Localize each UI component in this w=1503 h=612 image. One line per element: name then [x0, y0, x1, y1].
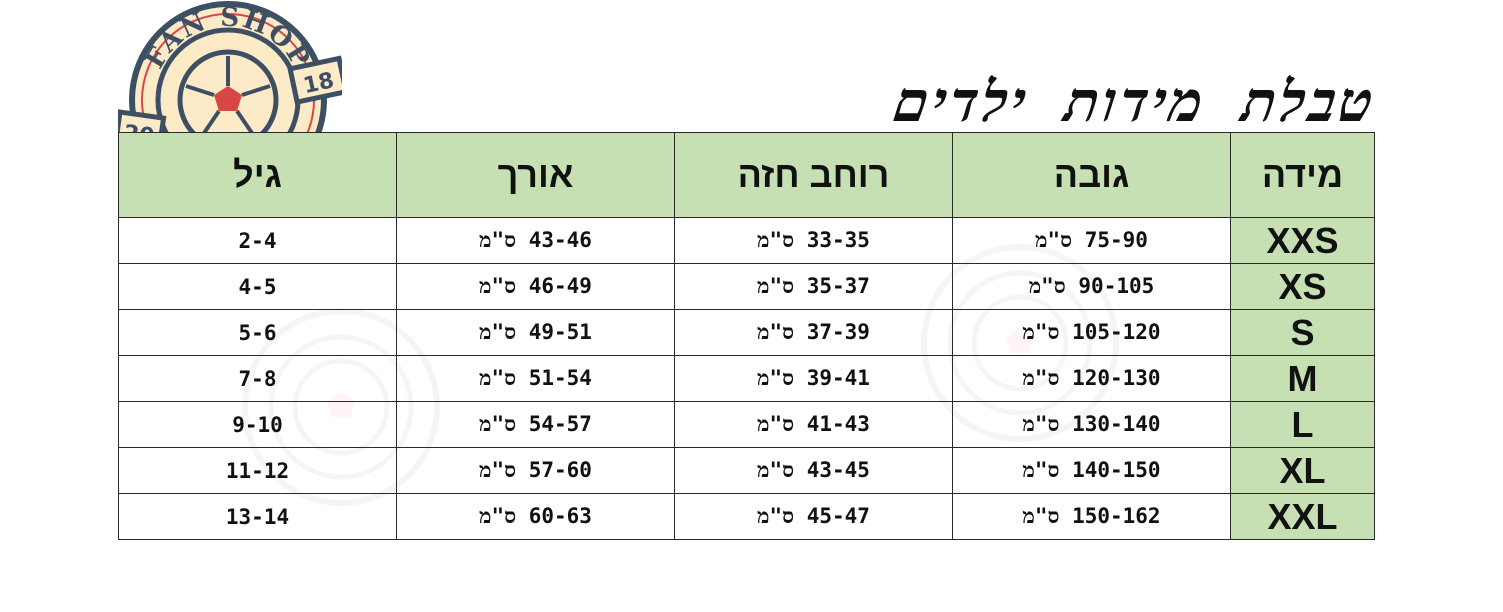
height-cell: 75-90 ס"מ	[952, 217, 1231, 264]
header-size: מידה	[1230, 132, 1375, 218]
height-cell: 90-105 ס"מ	[952, 263, 1231, 310]
height-cell: 105-120 ס"מ	[952, 309, 1231, 356]
table-row: XXS 75-90 ס"מ 33-35 ס"מ 43-46 ס"מ 2-4	[118, 217, 1375, 264]
length-cell: 51-54 ס"מ	[396, 355, 675, 402]
header-length: אורך	[396, 132, 675, 218]
table-row: XS 90-105 ס"מ 35-37 ס"מ 46-49 ס"מ 4-5	[118, 263, 1375, 310]
height-cell: 120-130 ס"מ	[952, 355, 1231, 402]
size-chart-table: מידה גובה רוחב חזה אורך גיל XXS 75-90 ס"…	[118, 132, 1375, 540]
size-cell: L	[1230, 401, 1375, 448]
length-cell: 43-46 ס"מ	[396, 217, 675, 264]
chest-cell: 35-37 ס"מ	[674, 263, 953, 310]
length-cell: 57-60 ס"מ	[396, 447, 675, 494]
height-cell: 150-162 ס"מ	[952, 493, 1231, 540]
age-cell: 5-6	[118, 309, 397, 356]
size-cell: S	[1230, 309, 1375, 356]
header-age: גיל	[118, 132, 397, 218]
table-row: XL 140-150 ס"מ 43-45 ס"מ 57-60 ס"מ 11-12	[118, 447, 1375, 494]
table-row: XXL 150-162 ס"מ 45-47 ס"מ 60-63 ס"מ 13-1…	[118, 493, 1375, 540]
table-row: S 105-120 ס"מ 37-39 ס"מ 49-51 ס"מ 5-6	[118, 309, 1375, 356]
chest-cell: 43-45 ס"מ	[674, 447, 953, 494]
age-cell: 2-4	[118, 217, 397, 264]
chest-cell: 45-47 ס"מ	[674, 493, 953, 540]
header-height: גובה	[952, 132, 1231, 218]
table-row: L 130-140 ס"מ 41-43 ס"מ 54-57 ס"מ 9-10	[118, 401, 1375, 448]
table-row: M 120-130 ס"מ 39-41 ס"מ 51-54 ס"מ 7-8	[118, 355, 1375, 402]
size-cell: M	[1230, 355, 1375, 402]
logo-number-right: 18	[301, 68, 336, 99]
height-cell: 140-150 ס"מ	[952, 447, 1231, 494]
table-header-row: מידה גובה רוחב חזה אורך גיל	[118, 132, 1375, 218]
chest-cell: 37-39 ס"מ	[674, 309, 953, 356]
age-cell: 7-8	[118, 355, 397, 402]
length-cell: 46-49 ס"מ	[396, 263, 675, 310]
height-cell: 130-140 ס"מ	[952, 401, 1231, 448]
header-chest-width: רוחב חזה	[674, 132, 953, 218]
age-cell: 11-12	[118, 447, 397, 494]
chest-cell: 41-43 ס"מ	[674, 401, 953, 448]
length-cell: 49-51 ס"מ	[396, 309, 675, 356]
logo-number-left: 20	[122, 121, 156, 134]
chest-cell: 39-41 ס"מ	[674, 355, 953, 402]
length-cell: 54-57 ס"מ	[396, 401, 675, 448]
age-cell: 13-14	[118, 493, 397, 540]
chest-cell: 33-35 ס"מ	[674, 217, 953, 264]
size-cell: XXL	[1230, 493, 1375, 540]
fan-shop-logo: FAN SHOP 18 20	[118, 0, 342, 134]
age-cell: 9-10	[118, 401, 397, 448]
size-cell: XXS	[1230, 217, 1375, 264]
size-cell: XL	[1230, 447, 1375, 494]
age-cell: 4-5	[118, 263, 397, 310]
size-cell: XS	[1230, 263, 1375, 310]
length-cell: 60-63 ס"מ	[396, 493, 675, 540]
page-title: טבלת מידות ילדים	[888, 70, 1380, 135]
